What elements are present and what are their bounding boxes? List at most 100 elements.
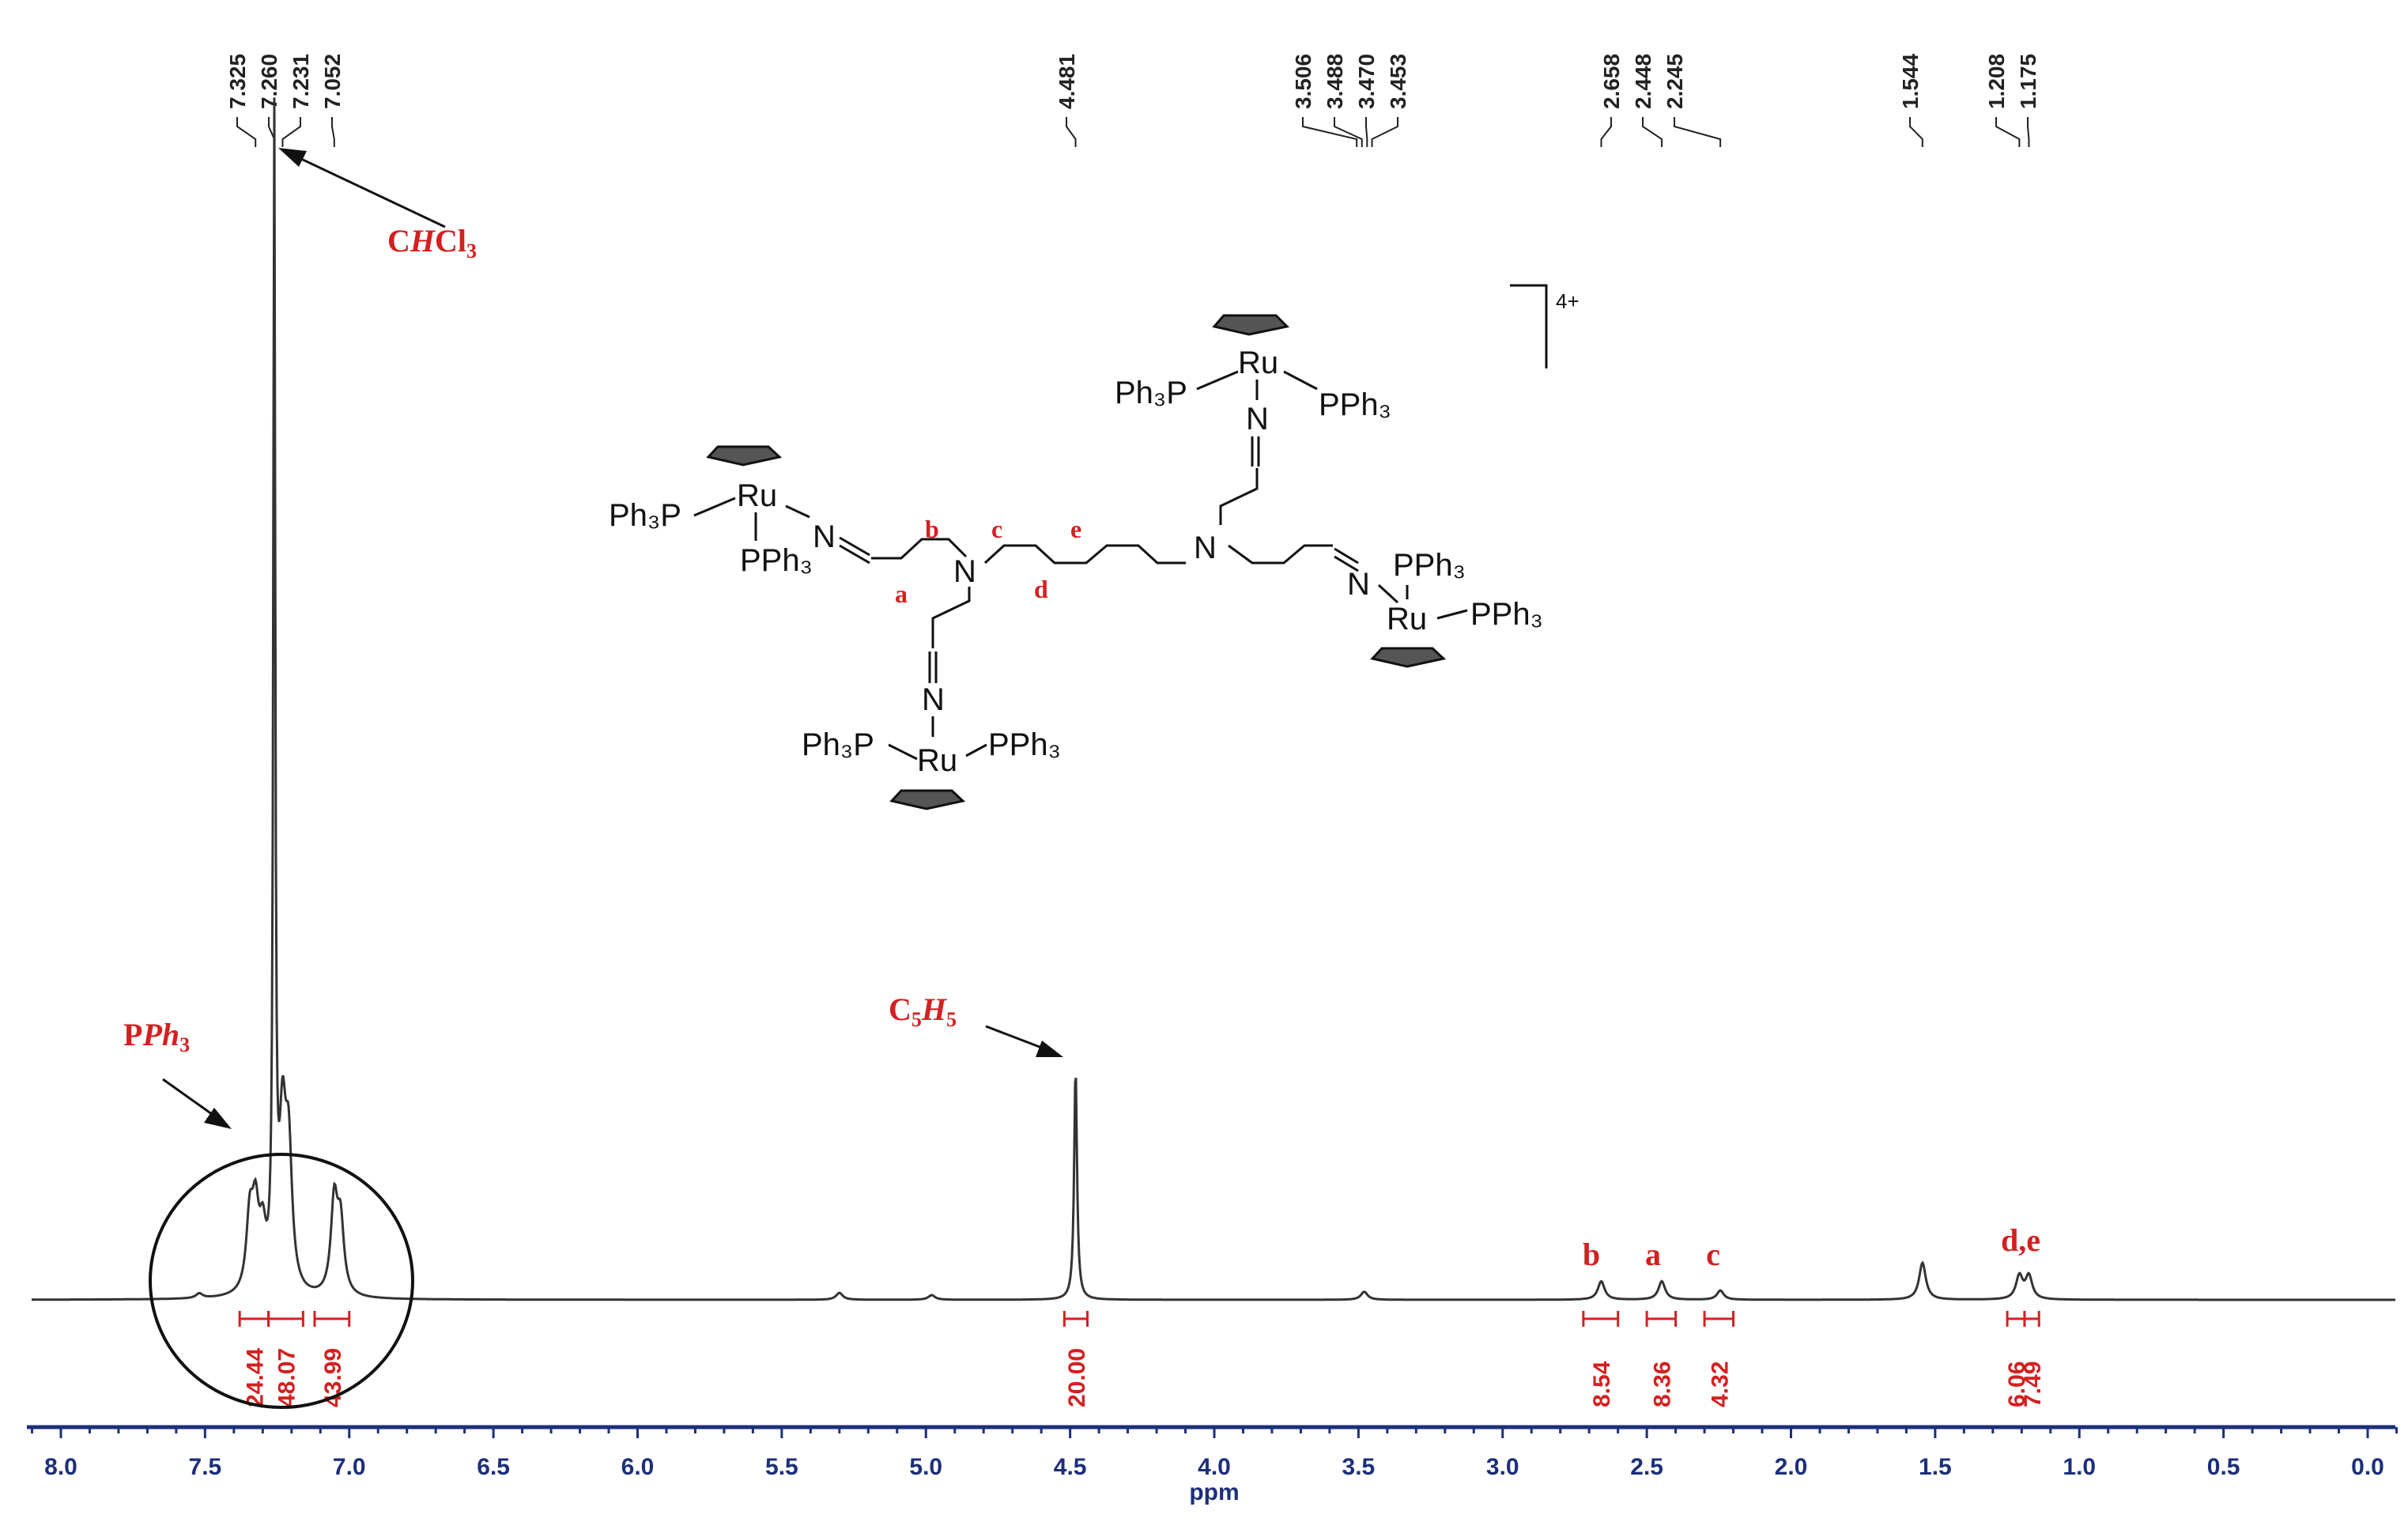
chain-label-b: b xyxy=(925,515,939,543)
peak-label-connector xyxy=(1334,117,1363,147)
peak-label: 2.245 xyxy=(1663,54,1687,109)
peak-label-connector xyxy=(1371,117,1398,147)
integral-label: 6.06 xyxy=(2004,1361,2030,1407)
ru-bottom: Ru xyxy=(917,743,957,778)
c5h5-hsub: 5 xyxy=(946,1008,957,1031)
peak-assign-a: a xyxy=(1645,1237,1661,1272)
peak-label: 2.658 xyxy=(1599,54,1624,109)
peak-label: 7.260 xyxy=(257,54,281,109)
svg-text:PPh3: PPh3 xyxy=(123,1017,190,1056)
c5h5-csub: 5 xyxy=(911,1008,922,1031)
ru-top: Ru xyxy=(1238,346,1278,380)
charge-label: 4+ xyxy=(1556,289,1580,313)
peak-label: 7.052 xyxy=(320,54,345,109)
peak-label-connector xyxy=(281,117,301,147)
ph3p-top: Ph₃P xyxy=(1115,376,1187,410)
pph3-bottom: PPh₃ xyxy=(988,727,1061,762)
chemical-structure: 4+ Ru Ph₃P PPh₃ N Ru Ph₃P PPh₃ N N N xyxy=(609,284,1580,810)
x-tick-label: 4.5 xyxy=(1054,1454,1087,1480)
pph3-right-top: PPh₃ xyxy=(1393,548,1466,583)
peak-label: 4.481 xyxy=(1055,54,1079,109)
svg-text:C5H5: C5H5 xyxy=(889,991,957,1031)
peak-label: 7.231 xyxy=(289,54,313,109)
annotation-pph3: PPh3 xyxy=(123,1017,414,1409)
pph3-p: P xyxy=(123,1017,142,1052)
n-central-left: N xyxy=(953,554,976,589)
peak-label: 7.325 xyxy=(225,54,250,109)
pph3-sub: 3 xyxy=(179,1033,190,1056)
peak-label-group: 7.325 7.260 7.231 7.052 4.481 3.506 3.488 3.470… xyxy=(225,54,2040,147)
peak-label: 3.488 xyxy=(1323,54,1347,109)
peak-label-connector xyxy=(1066,117,1077,147)
chain-label-e: e xyxy=(1070,515,1081,543)
n-left: N xyxy=(813,519,836,554)
x-tick-label: 0.5 xyxy=(2207,1454,2240,1480)
cp-ring-top xyxy=(1212,314,1290,336)
chain-label-a: a xyxy=(895,580,908,608)
peak-label-connector xyxy=(1600,117,1612,147)
peak-label-connector xyxy=(1674,117,1722,147)
peak-label: 1.208 xyxy=(1984,54,2009,109)
chcl3-c: C xyxy=(387,223,410,259)
peak-assign-c: c xyxy=(1706,1237,1720,1272)
peak-label: 2.448 xyxy=(1631,54,1655,109)
annotation-c5h5: C5H5 xyxy=(889,991,1063,1057)
peak-label-connector xyxy=(1302,117,1358,147)
integral-label: 8.54 xyxy=(1589,1361,1615,1407)
pph3-left: PPh₃ xyxy=(740,543,813,578)
peak-label-connector xyxy=(236,117,257,147)
annotation-chcl3: CHCl3 xyxy=(278,148,477,262)
spectrum-trace xyxy=(32,97,2395,1301)
peak-label: 3.506 xyxy=(1291,54,1315,109)
peak-label: 3.453 xyxy=(1386,54,1410,109)
x-tick-label: 4.0 xyxy=(1198,1454,1231,1480)
peak-label-connector xyxy=(1995,117,2021,147)
x-tick-label: 3.0 xyxy=(1486,1454,1519,1480)
chain-label-d: d xyxy=(1034,575,1048,603)
x-tick-label: 3.5 xyxy=(1342,1454,1376,1480)
x-tick-label: 2.5 xyxy=(1630,1454,1663,1480)
integral-label: 4.32 xyxy=(1707,1361,1733,1407)
n-right: N xyxy=(1347,567,1370,602)
svg-text:CHCl3: CHCl3 xyxy=(387,223,477,262)
ru-left: Ru xyxy=(737,478,777,513)
x-tick-label: 0.0 xyxy=(2351,1454,2384,1480)
peak-label: 1.544 xyxy=(1898,54,1923,109)
c5h5-h: H xyxy=(921,991,948,1027)
chcl3-h: H xyxy=(410,223,436,259)
x-tick-label: 6.5 xyxy=(477,1454,510,1480)
peak-assign-b: b xyxy=(1583,1237,1600,1272)
x-tick-label: 7.5 xyxy=(189,1454,222,1480)
c5h5-c: C xyxy=(889,991,911,1027)
ru-right: Ru xyxy=(1387,602,1427,636)
peak-label-connector xyxy=(1365,117,1368,147)
peak-label: 3.470 xyxy=(1354,54,1379,109)
x-tick-label: 5.0 xyxy=(909,1454,942,1480)
x-tick-label: 5.5 xyxy=(765,1454,798,1480)
x-axis-label: ppm xyxy=(1189,1479,1239,1505)
chain-label-c: c xyxy=(991,515,1002,543)
peak-label-connector xyxy=(1642,117,1663,147)
peak-label: 1.175 xyxy=(2016,54,2040,109)
n-bottom: N xyxy=(922,682,945,717)
n-central-right: N xyxy=(1194,531,1217,565)
pph3-region-circle xyxy=(149,1153,414,1409)
integral-label: 24.44 xyxy=(242,1348,268,1407)
integral-label: 7.49 xyxy=(2020,1361,2046,1407)
x-tick-label: 2.0 xyxy=(1775,1454,1808,1480)
integral-label: 8.36 xyxy=(1649,1361,1675,1407)
pph3-right: PPh₃ xyxy=(1470,597,1543,632)
x-tick-label: 1.0 xyxy=(2063,1454,2096,1480)
n-top: N xyxy=(1246,402,1269,436)
chcl3-sub: 3 xyxy=(466,240,477,262)
x-tick-label: 6.0 xyxy=(621,1454,655,1480)
peak-label-connector xyxy=(331,117,335,147)
x-tick-label: 1.5 xyxy=(1919,1454,1952,1480)
integral-label: 20.00 xyxy=(1064,1348,1090,1407)
x-tick-label: 8.0 xyxy=(44,1454,77,1480)
ph3p-left: Ph₃P xyxy=(609,498,681,533)
chcl3-cl: Cl xyxy=(435,223,466,259)
